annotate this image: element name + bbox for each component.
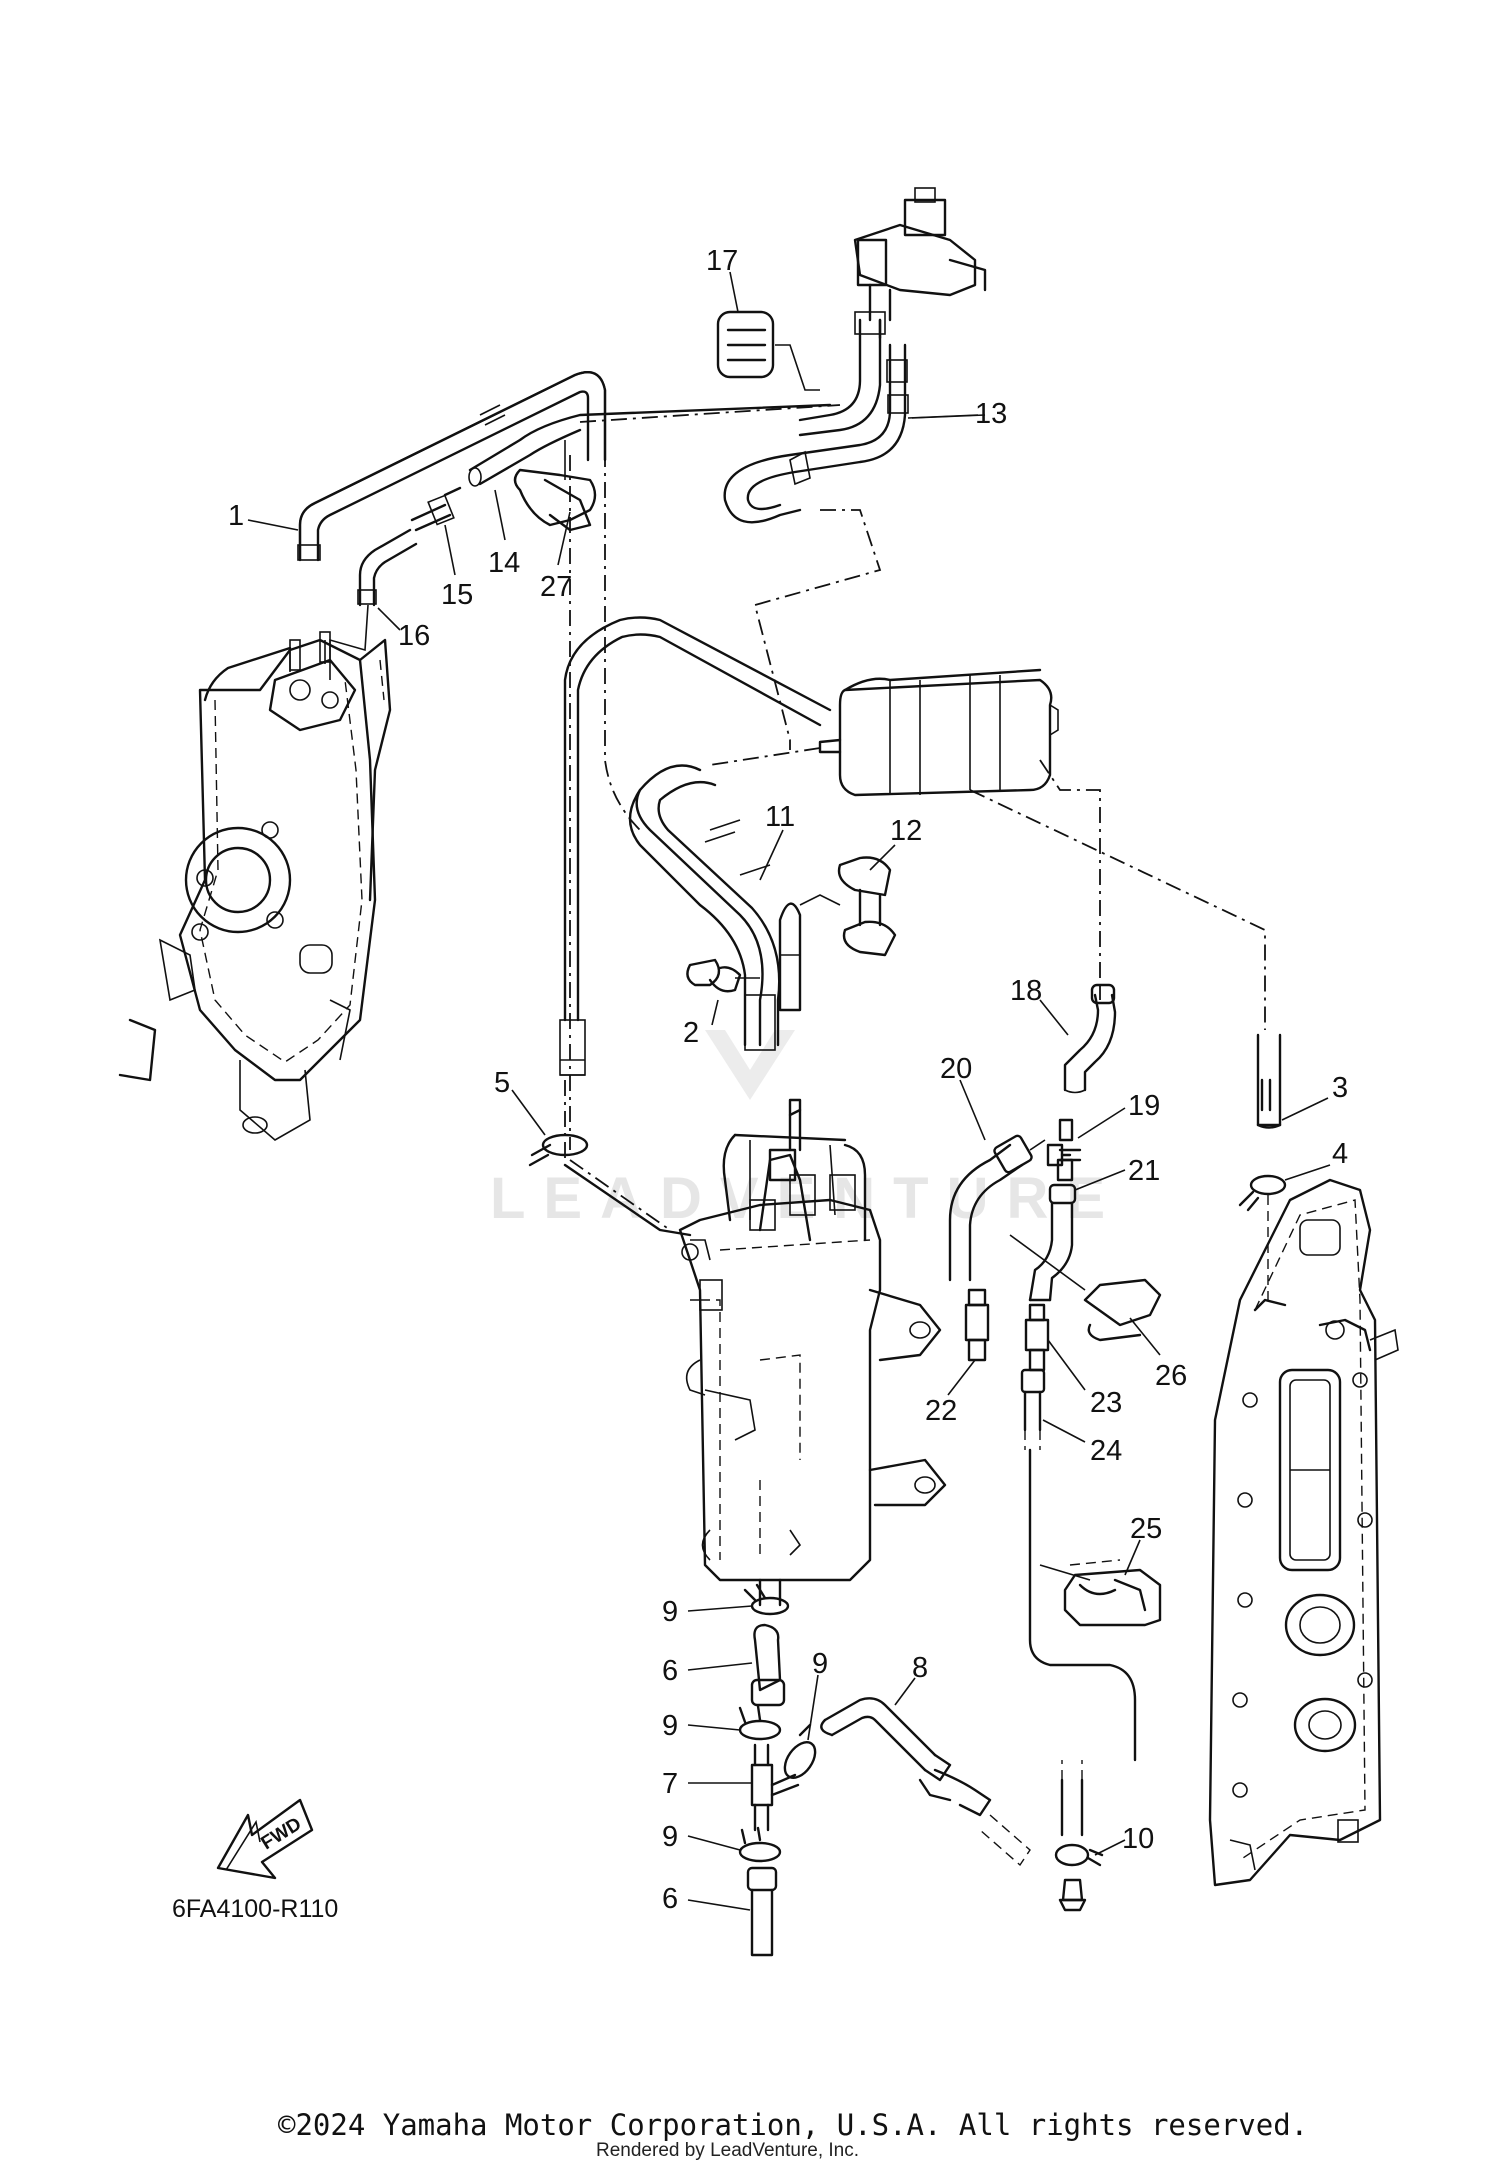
clamp-27 xyxy=(513,440,597,532)
hose-6-bottom xyxy=(746,1866,778,1957)
callout-27: 27 xyxy=(540,571,572,603)
callout-8: 8 xyxy=(912,1652,928,1684)
callout-21: 21 xyxy=(1128,1155,1160,1187)
callout-19: 19 xyxy=(1128,1090,1160,1122)
hose-20 xyxy=(948,1134,1046,1282)
leader-line xyxy=(753,509,882,750)
callout-3: 3 xyxy=(1332,1072,1348,1104)
clamp-12 xyxy=(799,856,897,957)
left-engine-block xyxy=(118,631,392,1141)
clip-9-bottom xyxy=(738,1826,782,1863)
diagram-code: 6FA4100-R110 xyxy=(172,1895,338,1923)
joint-7 xyxy=(750,1743,800,1832)
vapor-separator xyxy=(678,1098,947,1607)
hose-18 xyxy=(1063,983,1117,1094)
callout-7: 7 xyxy=(662,1768,678,1800)
hose-24 xyxy=(1020,1368,1137,1762)
copyright-notice: ©2024 Yamaha Motor Corporation, U.S.A. A… xyxy=(278,2108,1309,2142)
hose-21 xyxy=(1028,1183,1077,1302)
callout-13: 13 xyxy=(975,398,1007,430)
clamp-25 xyxy=(1039,1564,1162,1627)
hose-16 xyxy=(329,528,418,680)
clip-9-right xyxy=(783,1723,817,1779)
callout-4: 4 xyxy=(1332,1138,1348,1170)
callout-5: 5 xyxy=(494,1067,510,1099)
fitting-19 xyxy=(1046,1118,1082,1182)
hose-end-10 xyxy=(1054,1760,1104,1912)
callout-15: 15 xyxy=(441,579,473,611)
callout-leaders xyxy=(247,271,1331,1911)
clamp-17 xyxy=(716,310,820,391)
control-valve xyxy=(853,187,987,340)
callout-22: 22 xyxy=(925,1395,957,1427)
fwd-label: FWD xyxy=(258,1814,306,1855)
clamp-2 xyxy=(686,958,760,993)
callout-6-top: 6 xyxy=(662,1655,678,1687)
rendered-by-notice: Rendered by LeadVenture, Inc. xyxy=(596,2140,860,2161)
clamp-26 xyxy=(1009,1234,1162,1342)
hose-6-top xyxy=(750,1623,786,1707)
leader-line xyxy=(604,420,641,831)
hose-14 xyxy=(468,403,841,487)
callout-23: 23 xyxy=(1090,1387,1122,1419)
callout-24: 24 xyxy=(1090,1435,1122,1467)
callout-20: 20 xyxy=(940,1053,972,1085)
callout-2: 2 xyxy=(683,1017,699,1049)
callout-25: 25 xyxy=(1130,1513,1162,1545)
callout-6-bottom: 6 xyxy=(662,1883,678,1915)
hose-1 xyxy=(297,370,607,562)
clip-9-top xyxy=(743,1583,790,1616)
hose-8 xyxy=(820,1697,1031,1867)
callout-9-d: 9 xyxy=(662,1821,678,1853)
hose-3 xyxy=(1256,1033,1282,1129)
leader-line xyxy=(569,1159,671,1231)
callout-9-c: 9 xyxy=(812,1648,828,1680)
callout-18: 18 xyxy=(1010,975,1042,1007)
clip-5 xyxy=(528,1133,589,1167)
canister xyxy=(709,668,1266,1030)
fwd-arrow-icon: FWD xyxy=(216,1798,314,1880)
callout-11: 11 xyxy=(765,801,795,833)
callout-17: 17 xyxy=(706,245,738,277)
callout-12: 12 xyxy=(890,815,922,847)
clip-9-mid xyxy=(738,1704,782,1741)
callout-10: 10 xyxy=(1122,1823,1154,1855)
hose-11 xyxy=(559,616,832,1076)
callout-26: 26 xyxy=(1155,1360,1187,1392)
fitting-15 xyxy=(410,486,462,532)
callout-numbers: 1 2 3 4 5 6 6 7 8 9 9 9 9 10 11 12 13 14… xyxy=(172,245,1348,1923)
fitting-22 xyxy=(964,1288,990,1362)
callout-9-b: 9 xyxy=(662,1710,678,1742)
callout-9-a: 9 xyxy=(662,1596,678,1628)
callout-14: 14 xyxy=(488,547,520,579)
right-cylinder-cover xyxy=(1208,1178,1399,1887)
clip-4 xyxy=(1238,1174,1287,1212)
fitting-23 xyxy=(1024,1303,1050,1372)
callout-1: 1 xyxy=(228,500,244,532)
callout-16: 16 xyxy=(398,620,430,652)
